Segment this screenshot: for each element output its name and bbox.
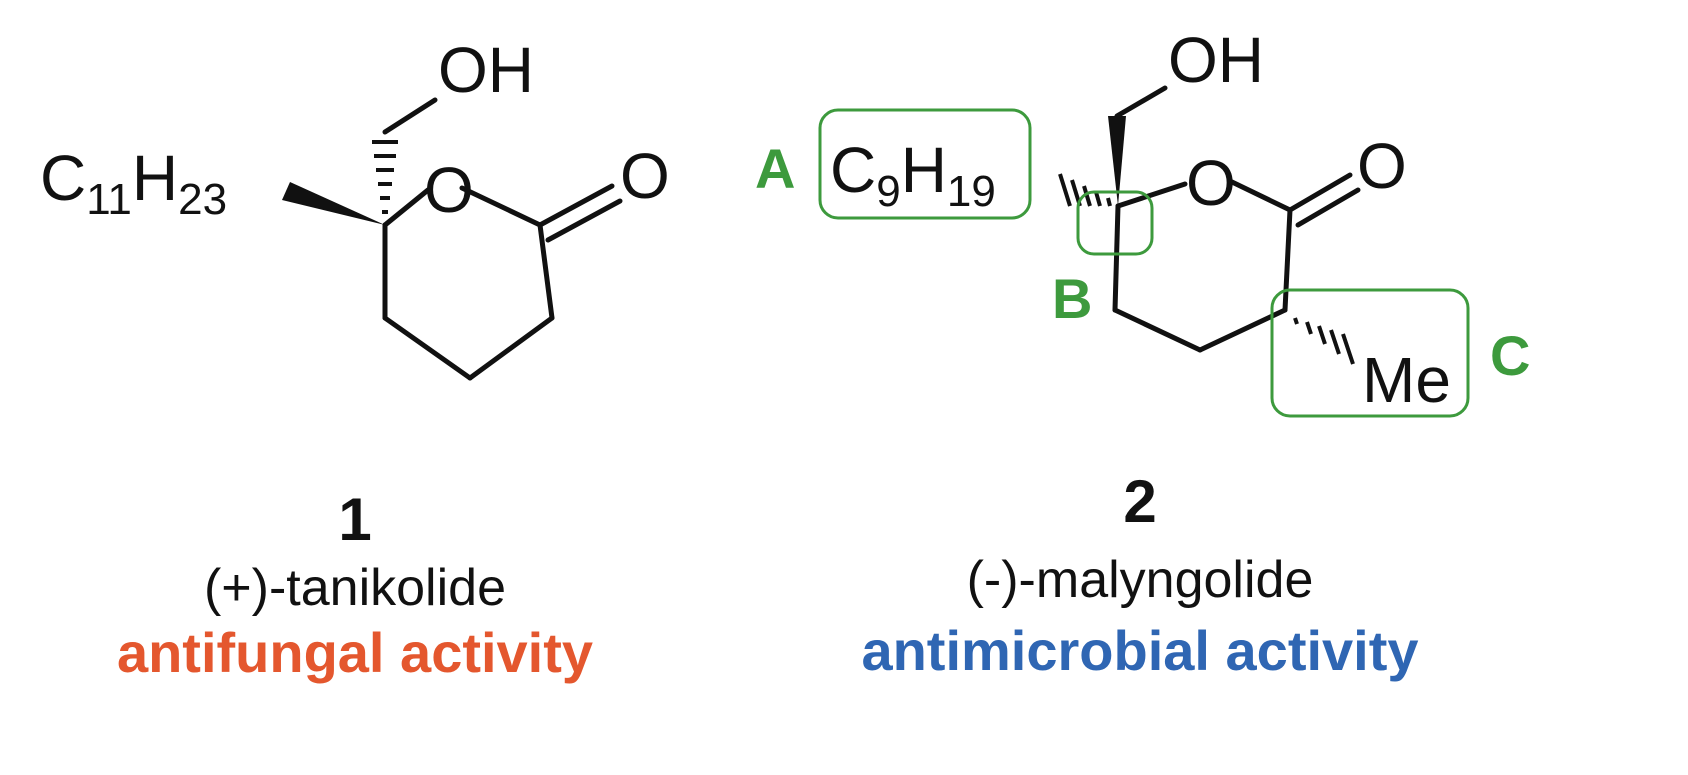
c2-bond-c6-o	[1115, 181, 1188, 209]
c2-compound-number: 2	[1123, 468, 1156, 535]
highlight-label-a: A	[755, 137, 795, 200]
c2-bond-c4-c5	[1112, 307, 1203, 353]
c1-activity-label: antifungal activity	[117, 621, 593, 684]
c2-ring-oxygen-label: O	[1186, 147, 1236, 219]
highlight-label-b: B	[1052, 267, 1092, 330]
c1-hashed-bond	[372, 140, 398, 214]
c2-wedge-bond	[1108, 116, 1126, 206]
c2-compound-name: (-)-malyngolide	[967, 551, 1314, 609]
c2-carbonyl-bond-b	[1295, 187, 1361, 228]
c2-bond-ch2-oh	[1114, 85, 1168, 119]
c1-bond-ch2-oh	[382, 97, 438, 135]
c2-activity-label: antimicrobial activity	[861, 619, 1418, 682]
c1-carbonyl-bond-b	[545, 198, 623, 243]
c1-bond-c6-o	[382, 187, 431, 228]
c1-bond-o-c2	[459, 185, 543, 228]
c1-bond-c4-c5	[382, 315, 473, 381]
c1-ring-oxygen-label: O	[424, 154, 474, 226]
compound-2-structure: OH O O Me C9H19	[830, 24, 1451, 416]
c1-compound-number: 1	[338, 486, 371, 553]
c2-hydroxyl-label: OH	[1168, 24, 1264, 96]
c2-hashed-bond-chain	[1058, 173, 1112, 207]
highlight-box-a	[818, 108, 1032, 220]
c1-wedge-bond	[282, 182, 385, 225]
highlight-annotations: A B C	[755, 108, 1530, 418]
c2-hashed-bond-methyl	[1293, 317, 1355, 365]
c2-carbonyl-oxygen-label: O	[1357, 130, 1407, 202]
c2-bond-c2-c3	[1282, 207, 1293, 313]
c1-chain-formula: C11H23	[40, 142, 227, 224]
c1-compound-name: (+)-tanikolide	[204, 559, 506, 617]
c1-hydroxyl-label: OH	[438, 34, 534, 106]
c1-carbonyl-bond-a	[537, 183, 615, 228]
c2-chain-formula: C9H19	[830, 134, 996, 216]
c1-bond-c2-c3	[537, 222, 555, 321]
highlight-label-c: C	[1490, 324, 1530, 387]
highlight-box-c	[1270, 288, 1470, 418]
highlight-box-b	[1076, 190, 1154, 256]
c2-carbonyl-bond-a	[1287, 172, 1353, 213]
c2-methyl-label: Me	[1362, 344, 1451, 416]
c2-bond-c5-c6	[1112, 203, 1121, 313]
compound-1-structure: OH O O C11H23	[40, 34, 670, 381]
c2-bond-o-c2	[1229, 179, 1293, 213]
c1-carbonyl-oxygen-label: O	[620, 140, 670, 212]
c1-bond-c3-c4	[467, 315, 555, 381]
